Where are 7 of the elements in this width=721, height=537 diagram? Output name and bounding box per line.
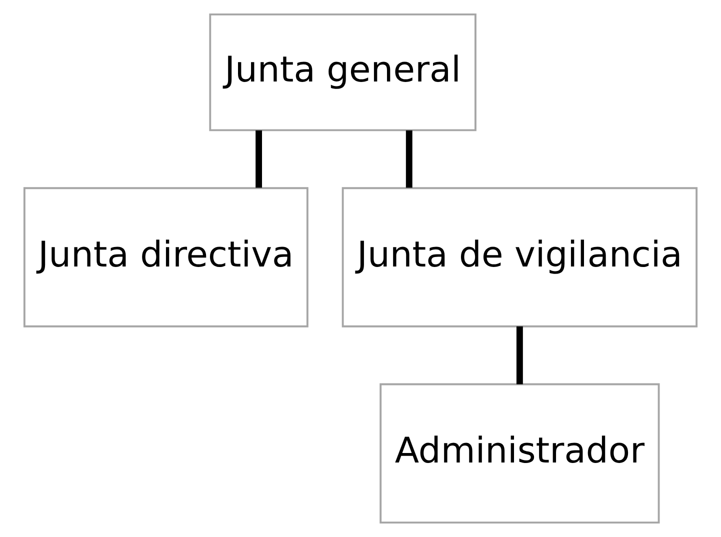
node-box: Junta directiva <box>23 187 308 328</box>
node-box: Junta general <box>209 13 476 132</box>
node-box: Administrador <box>380 383 660 524</box>
node-box: Junta de vigilancia <box>342 187 698 328</box>
connector <box>516 326 523 384</box>
connector <box>406 130 412 188</box>
connector <box>256 130 262 188</box>
